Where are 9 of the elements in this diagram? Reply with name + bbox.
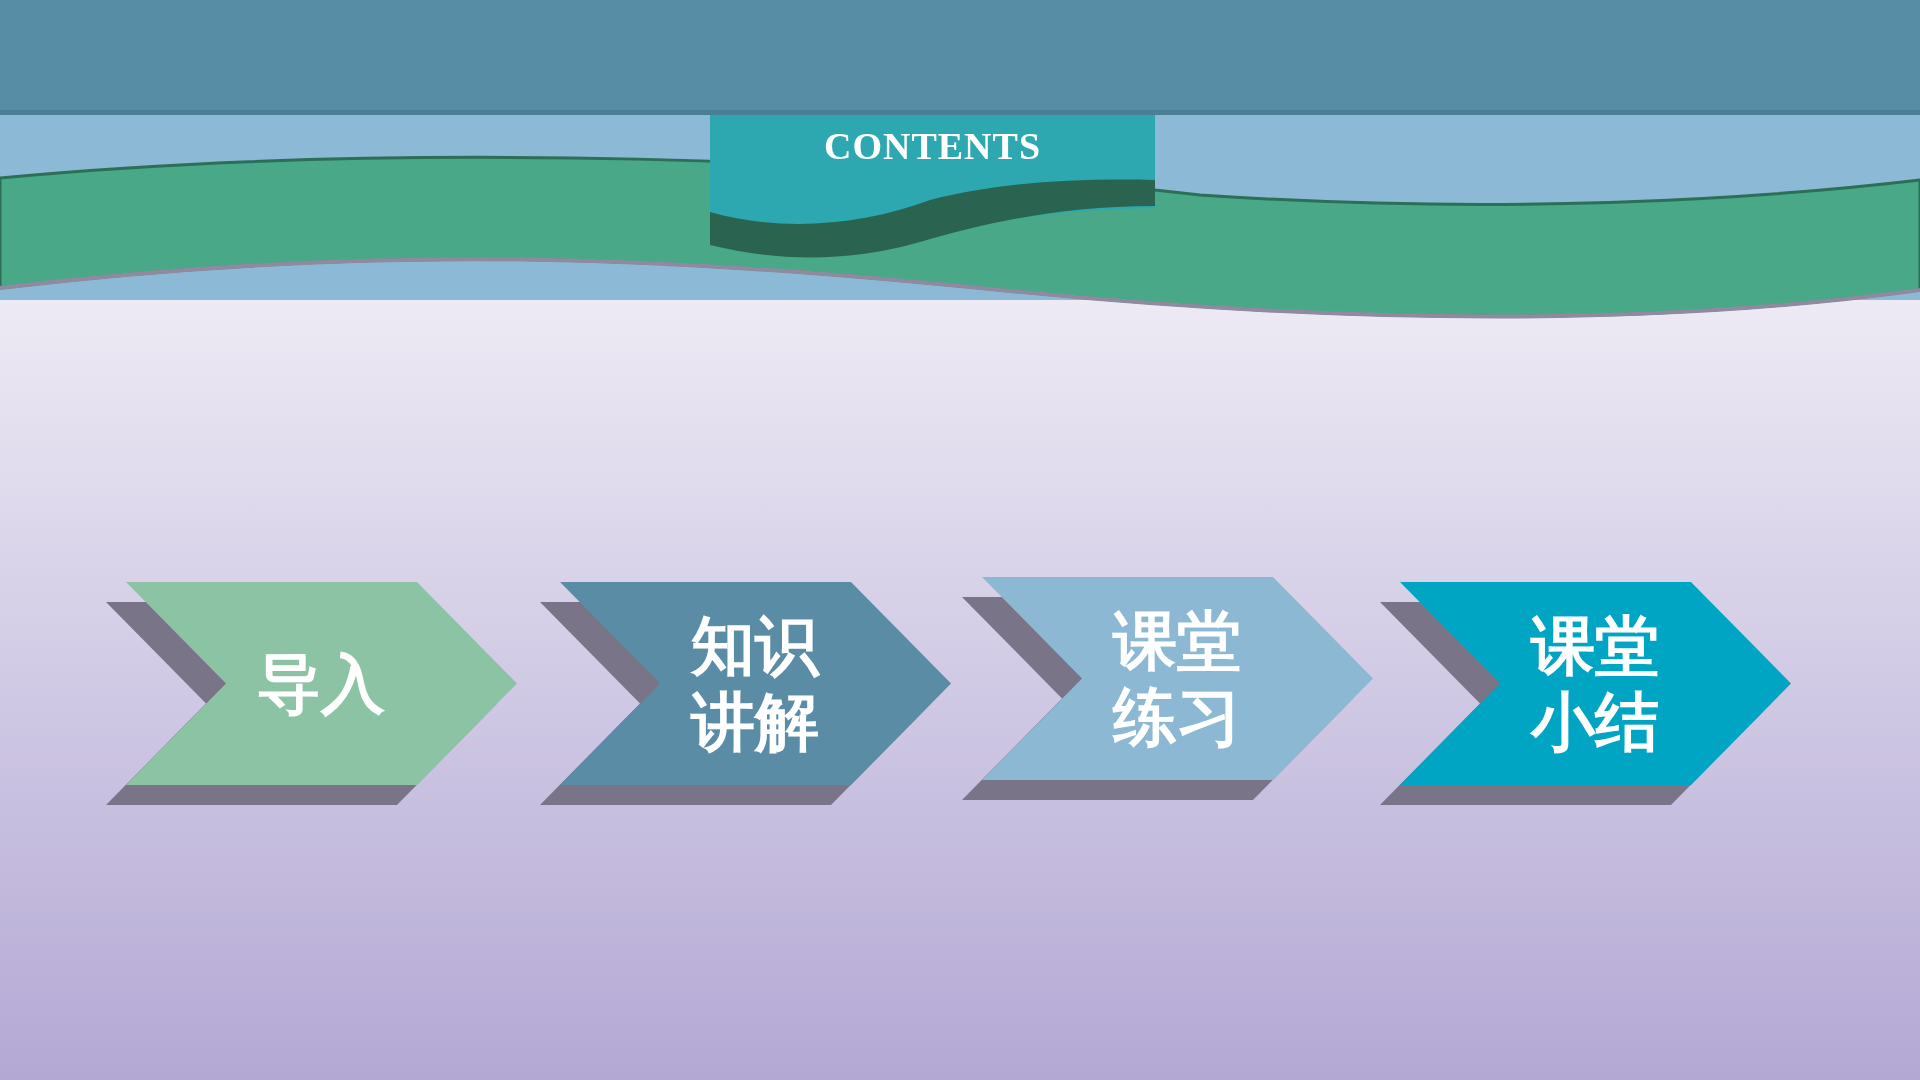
step-label: 课堂练习 [1111,602,1242,755]
process-step [1380,582,1791,805]
process-step [540,582,951,805]
title-text: CONTENTS [823,124,1042,168]
step-label: 导入 [256,645,386,722]
process-step [106,582,517,805]
step-label: 知识讲解 [689,607,821,760]
process-step [962,577,1373,800]
step-label: 课堂小结 [1529,607,1660,760]
